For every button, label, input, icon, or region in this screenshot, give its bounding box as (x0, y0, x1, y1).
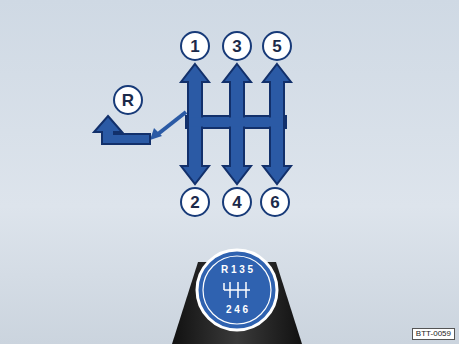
gear-number: R (122, 92, 134, 109)
gear-knob: R 1 3 5 2 4 6 (197, 250, 277, 330)
gear-number-circle: 6 (260, 187, 290, 217)
reverse-push-line (158, 112, 186, 134)
gear-number: 6 (270, 194, 279, 211)
gear-number-circle: 2 (180, 187, 210, 217)
knob-marking: 2 4 6 (197, 305, 277, 315)
gear-number: 2 (190, 194, 199, 211)
figure-code: BTT-0059 (412, 328, 455, 340)
gear-number: 1 (190, 38, 199, 55)
knob-pattern (224, 282, 250, 298)
knob-top (197, 250, 277, 330)
gear-number: 4 (232, 194, 241, 211)
gear-number: 3 (232, 38, 241, 55)
gear-number-circle: 5 (262, 31, 292, 61)
knob-marking: R 1 3 5 (197, 265, 277, 275)
gear-number-circle: 1 (180, 31, 210, 61)
gear-number-circle: R (113, 85, 143, 115)
neutral-bar (186, 116, 286, 128)
gear-number-circle: 4 (222, 187, 252, 217)
gear-number: 5 (272, 38, 281, 55)
gear-number-circle: 3 (222, 31, 252, 61)
reverse-push-head (150, 128, 162, 140)
neutral-bar-fill (189, 118, 283, 127)
reverse-arrow (94, 116, 150, 144)
